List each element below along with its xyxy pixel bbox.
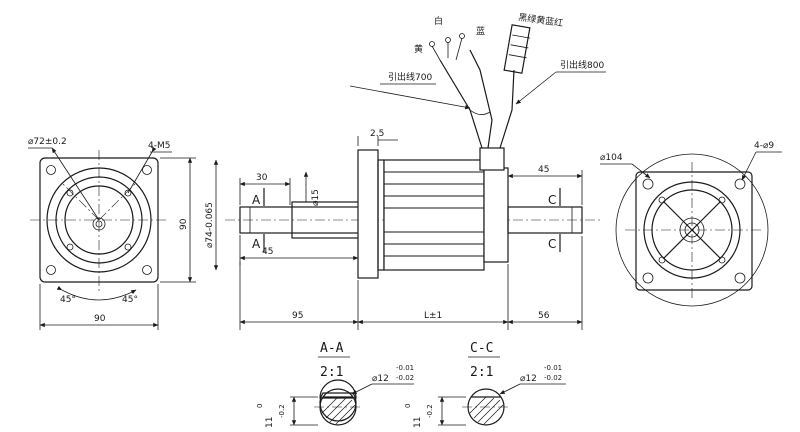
pilot-dia-label: ⌀74-0.065 [205, 202, 215, 248]
aa-dia-tol-top: -0.01 [396, 364, 414, 372]
lead-700-label: 引出线700 [388, 71, 432, 83]
aa-flat-tol-top: 0 [256, 404, 264, 408]
section-cc-scale: 2:1 [470, 365, 493, 380]
key-length-label: 30 [256, 173, 268, 183]
section-cc-title: C-C [470, 341, 493, 356]
cc-flat-main: 11 [413, 417, 423, 428]
section-c-bottom: C [548, 237, 556, 251]
wire-yellow-label: 黄 [414, 43, 423, 55]
rear-key-label: 45 [538, 165, 549, 175]
rear-view: ⌀104 4-⌀9 [600, 141, 782, 307]
shaft-length-label: 45 [262, 247, 273, 257]
wire-white-label: 白 [434, 15, 443, 27]
overall-front-label: 95 [292, 311, 303, 321]
front-holes-label: 4-M5 [148, 141, 170, 151]
section-a-top: A [252, 193, 261, 207]
body-length-label: L±1 [424, 311, 442, 321]
front-height-label: 90 [179, 218, 189, 230]
wire-blue-label: 蓝 [476, 25, 485, 37]
aa-dia-main: ⌀12 [372, 374, 389, 384]
cooling-fins [384, 171, 484, 257]
shaft-step-label: ⌀15 [311, 189, 321, 206]
section-cc: C-C 2:1 ⌀12 -0.01 -0.02 11 0 -0.2 [404, 341, 566, 428]
cc-dia-main: ⌀12 [520, 374, 537, 384]
cc-flat-tol-bot: -0.2 [426, 404, 434, 418]
lead-800-label: 引出线800 [560, 59, 604, 71]
cc-dia-tol-bot: -0.02 [544, 374, 562, 382]
side-view: 黄 白 蓝 黑绿黄蓝红 引出线700 引出线800 2.5 30 ⌀15 ⌀74… [205, 11, 606, 330]
front-angle-right: 45° [122, 295, 138, 305]
section-c-top: C [548, 193, 556, 207]
front-view: ⌀72±0.2 4-M5 45° 45° 90 90 [28, 137, 196, 330]
aa-flat-tol-bot: -0.2 [278, 404, 286, 418]
section-aa-scale: 2:1 [320, 365, 343, 380]
front-pcd-label: ⌀72±0.2 [28, 137, 67, 147]
rear-holes-label: 4-⌀9 [754, 141, 774, 151]
rear-shaft-label: 56 [538, 311, 550, 321]
section-a-bottom: A [252, 237, 261, 251]
aa-flat-main: 11 [265, 417, 275, 428]
rear-dia-label: ⌀104 [600, 153, 623, 163]
cc-flat-tol-top: 0 [404, 404, 412, 408]
section-aa: A-A 2:1 ⌀12 -0.01 -0.02 11 0 -0.2 [256, 341, 414, 428]
cc-dia-tol-top: -0.01 [544, 364, 562, 372]
section-aa-title: A-A [320, 341, 344, 356]
flange-thickness-label: 2.5 [370, 129, 384, 139]
aa-dia-tol-bot: -0.02 [396, 374, 414, 382]
front-width-label: 90 [94, 314, 106, 324]
front-angle-left: 45° [60, 295, 76, 305]
